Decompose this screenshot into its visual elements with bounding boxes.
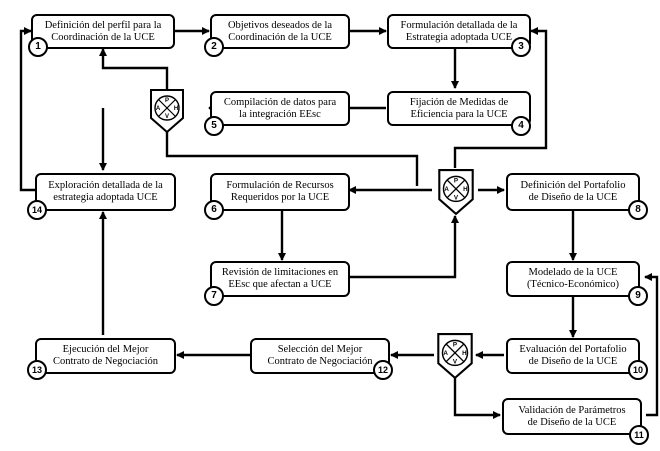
step-10-label: Evaluación del Portafolio de Diseño de l…	[519, 344, 627, 367]
svg-text:P: P	[165, 98, 169, 104]
step-5-label: Compilación de datos para la integración…	[223, 96, 337, 120]
svg-text:P: P	[453, 342, 457, 349]
step-5-box: Compilación de datos para la integración…	[210, 91, 350, 126]
step-3-label: Formulación detallada de la Estrategia a…	[400, 19, 518, 43]
step-4-box: Fijación de Medidas de Eficiencia para l…	[387, 91, 531, 126]
step-7-box: Revisión de limitaciones en EEsc que afe…	[210, 261, 350, 297]
pdca-cycle-icon-1: P H V A	[150, 89, 184, 134]
step-4-number: 4	[511, 116, 531, 136]
step-2-box: Objetivos deseados de la Coordinación de…	[210, 14, 350, 49]
step-8-label: Definición del Portafolio de Diseño de l…	[520, 180, 626, 203]
step-9-box: Modelado de la UCE (Técnico-Económico)	[506, 261, 640, 297]
svg-text:H: H	[174, 106, 178, 112]
step-1-number: 1	[28, 37, 48, 57]
step-13-label: Ejecución del Mejor Contrato de Negociac…	[53, 344, 158, 367]
svg-text:V: V	[165, 114, 169, 120]
arrow-pdca2-3	[453, 27, 548, 168]
step-9-number: 9	[628, 286, 648, 306]
step-11-box: Validación de Parámetros de Diseño de la…	[502, 398, 642, 435]
step-5-number: 5	[204, 116, 224, 136]
step-1-label: Definición del perfil para la Coordinaci…	[44, 19, 162, 43]
step-14-number: 14	[27, 200, 47, 220]
step-14-box: Exploración detallada de la estrategia a…	[35, 173, 176, 211]
step-11-number: 11	[629, 425, 649, 445]
arrow-pdca1-1	[99, 48, 169, 92]
step-7-label: Revisión de limitaciones en EEsc que afe…	[221, 267, 339, 290]
step-1-box: Definición del perfil para la Coordinaci…	[31, 14, 175, 49]
step-3-box: Formulación detallada de la Estrategia a…	[387, 14, 531, 49]
step-6-label: Formulación de Recursos Requeridos por l…	[226, 180, 334, 203]
step-13-number: 13	[27, 360, 47, 380]
step-14-label: Exploración detallada de la estrategia a…	[48, 180, 163, 203]
svg-text:A: A	[443, 350, 448, 357]
step-6-box: Formulación de Recursos Requeridos por l…	[210, 173, 350, 211]
step-7-number: 7	[204, 286, 224, 306]
step-8-box: Definición del Portafolio de Diseño de l…	[506, 173, 640, 211]
step-9-label: Modelado de la UCE (Técnico-Económico)	[526, 267, 620, 290]
arrow-14-1	[19, 27, 35, 192]
arrow-7-pdca2	[349, 215, 459, 279]
step-10-number: 10	[628, 360, 648, 380]
step-8-number: 8	[628, 200, 648, 220]
pdca-cycle-icon-2: P H V A	[438, 169, 474, 216]
step-12-label: Selección del Mejor Contrato de Negociac…	[267, 344, 373, 367]
step-2-label: Objetivos deseados de la Coordinación de…	[227, 19, 333, 43]
step-12-box: Selección del Mejor Contrato de Negociac…	[250, 338, 390, 374]
arrow-pdca3-11	[453, 377, 501, 419]
step-10-box: Evaluación del Portafolio de Diseño de l…	[506, 338, 640, 374]
svg-text:H: H	[462, 350, 467, 357]
step-13-box: Ejecución del Mejor Contrato de Negociac…	[35, 338, 176, 374]
arrow-11-9	[644, 273, 659, 417]
arrow-pdca1-pdca2	[165, 123, 419, 186]
step-4-label: Fijación de Medidas de Eficiencia para l…	[409, 96, 509, 120]
step-11-label: Validación de Parámetros de Diseño de la…	[518, 404, 626, 428]
svg-text:A: A	[156, 106, 161, 112]
step-12-number: 12	[373, 360, 393, 380]
svg-text:A: A	[444, 186, 449, 193]
svg-text:P: P	[454, 178, 458, 185]
svg-text:H: H	[463, 186, 468, 193]
step-3-number: 3	[511, 37, 531, 57]
step-6-number: 6	[204, 200, 224, 220]
svg-text:V: V	[453, 358, 458, 365]
step-2-number: 2	[204, 37, 224, 57]
pdca-cycle-icon-3: P H V A	[437, 333, 473, 380]
svg-text:V: V	[454, 194, 459, 201]
